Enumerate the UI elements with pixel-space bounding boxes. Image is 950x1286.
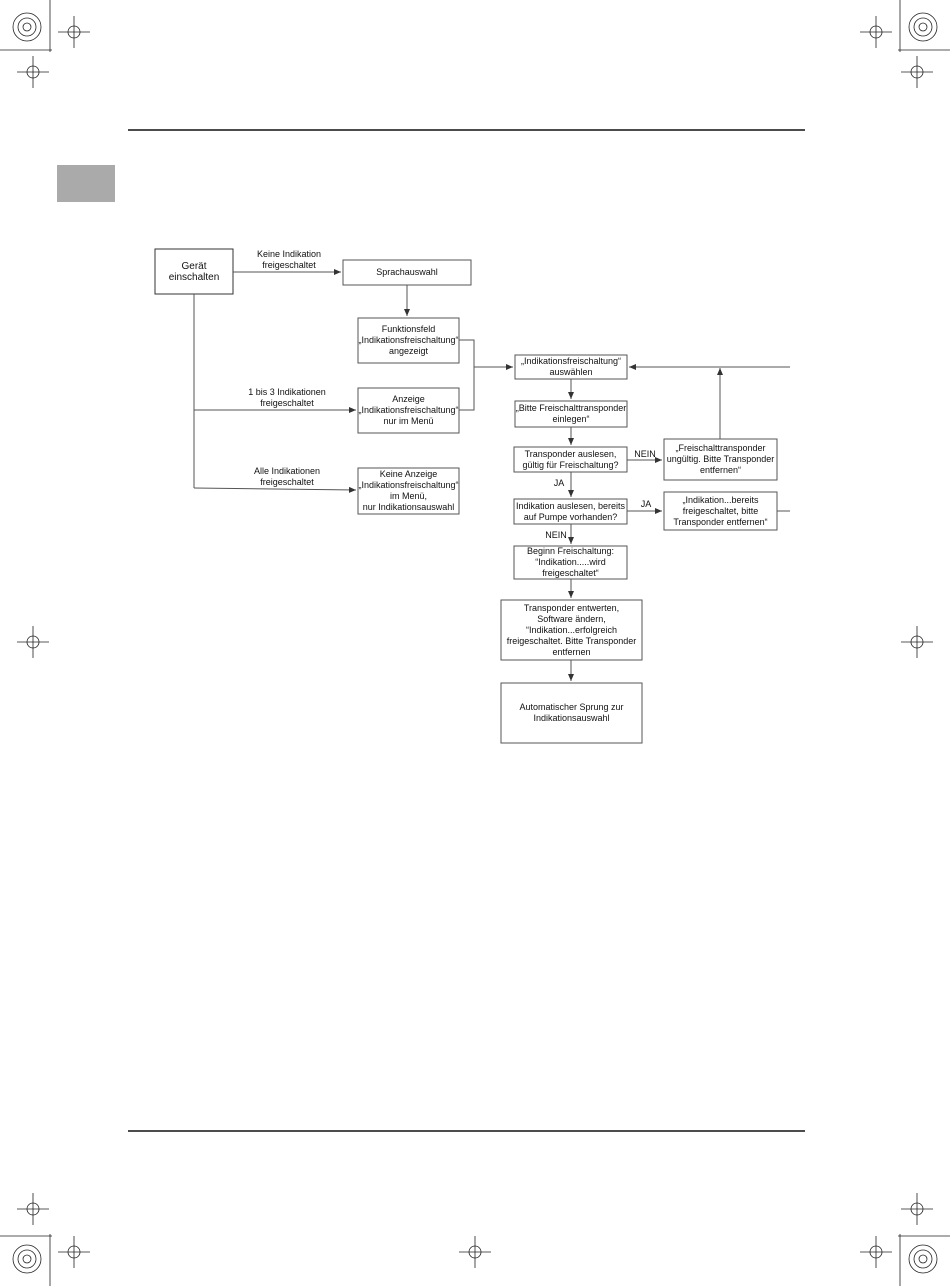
invalidate-node-box	[500, 599, 643, 661]
language-node-box	[342, 259, 472, 286]
edge-trunk-to-no-display	[193, 486, 357, 493]
crosshair-mark-left-mid	[17, 626, 49, 658]
crosshair-mark-bottom-center	[459, 1236, 491, 1268]
select-unlock-node-box	[514, 354, 628, 380]
crosshair-mark-left-top	[17, 56, 49, 88]
color-wheel-mark-bottom-right	[908, 1244, 938, 1274]
edge-label-nein-invalid: NEIN	[634, 449, 656, 459]
chapter-tab-marker	[57, 165, 115, 202]
edge-function-field-to-merge	[459, 339, 475, 411]
edge-label-nein-not-exists: NEIN	[545, 530, 567, 540]
crosshair-mark-top-2	[860, 16, 892, 48]
crosshair-mark-right-mid	[901, 626, 933, 658]
function-field-node-box	[357, 317, 460, 364]
read-indication-node-box	[513, 498, 628, 525]
crosshair-mark-right-top	[901, 56, 933, 88]
color-wheel-mark-bottom-left	[12, 1244, 42, 1274]
crosshair-mark-bottom-2	[860, 1236, 892, 1268]
auto-jump-node-box	[500, 682, 643, 744]
crosshair-mark-right-bottom	[901, 1193, 933, 1225]
menu-display-node-box	[357, 387, 460, 434]
edge-label-no-indication: Keine Indikation freigeschaltet	[256, 249, 322, 270]
crosshair-mark-top-1	[58, 16, 90, 48]
color-wheel-mark-top-right	[908, 12, 938, 42]
start-node-box	[154, 248, 234, 295]
edge-label-ja-exists: JA	[640, 499, 652, 509]
crosshair-mark-bottom-1	[58, 1236, 90, 1268]
read-transponder-node-box	[513, 446, 628, 473]
color-wheel-mark-top-left	[12, 12, 42, 42]
edge-label-ja-valid: JA	[553, 478, 565, 488]
flowchart	[154, 248, 790, 744]
already-unlocked-node-box	[663, 491, 778, 531]
edge-label-all-indications: Alle Indikationen freigeschaltet	[253, 466, 321, 487]
begin-unlock-node-box	[513, 545, 628, 580]
edge-label-one-to-three: 1 bis 3 Indikationen freigeschaltet	[248, 387, 326, 408]
insert-transponder-node-box	[514, 400, 628, 428]
crosshair-mark-left-bottom	[17, 1193, 49, 1225]
no-display-node-box	[357, 467, 460, 515]
invalid-transponder-node-box	[663, 438, 778, 481]
